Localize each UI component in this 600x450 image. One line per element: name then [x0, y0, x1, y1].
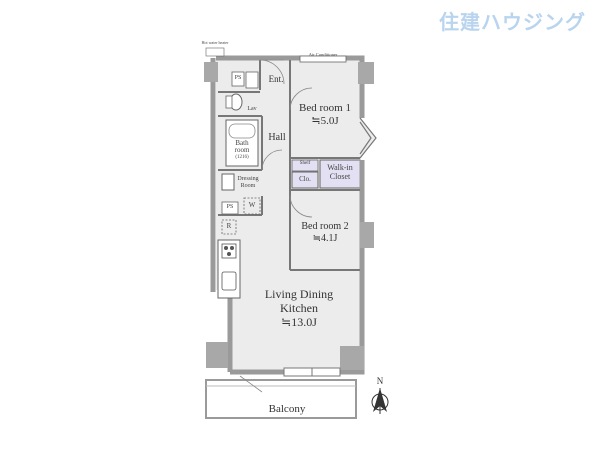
hall-label: Hall — [268, 132, 286, 143]
bath-line1: Bath — [235, 139, 249, 147]
shoe-cabinet — [245, 71, 259, 89]
interior-walls — [218, 60, 360, 271]
bay-window — [359, 117, 377, 159]
washer-label: W — [248, 201, 256, 209]
bedroom2-name: Bed room 2 — [301, 221, 349, 232]
compass-label: N — [376, 376, 384, 386]
fridge-space — [221, 219, 237, 235]
compass-icon — [371, 388, 389, 414]
brand-logo: 住建ハウジング — [439, 10, 586, 34]
bedroom2-label: Bed room 2 ≒4.1J — [290, 221, 360, 244]
wash-basin — [221, 173, 235, 191]
lavatory-label: Lav — [247, 106, 257, 112]
pillar-top-left — [204, 62, 218, 82]
kitchen-counter — [217, 239, 241, 299]
ldk-name-line1: Living Dining — [264, 287, 334, 301]
pillar-bottom-right — [340, 346, 364, 370]
ps-box-bottom — [221, 201, 239, 215]
bath-size: (1216) — [235, 154, 249, 160]
walkin-line1: Walk-in — [327, 163, 353, 172]
bathtub — [225, 119, 259, 167]
bedroom2-size: ≒4.1J — [312, 232, 338, 244]
hot-water-label: Hot water heater — [201, 40, 229, 45]
bedroom1-name: Bed room 1 — [299, 102, 351, 114]
air-conditioner-unit — [299, 55, 347, 63]
balcony — [205, 379, 357, 419]
ps-box-top — [231, 71, 245, 87]
ldk-label: Living Dining Kitchen ≒13.0J — [240, 287, 358, 329]
balcony-door — [239, 375, 263, 393]
dressing-line2: Room — [240, 182, 256, 189]
ldk-name-line2: Kitchen — [280, 300, 318, 315]
bedroom1-size: ≒5.0J — [311, 114, 339, 127]
closet-label: Clo. — [299, 175, 311, 183]
pillar-bottom-left — [206, 342, 228, 368]
pillar-mid-right — [360, 222, 374, 248]
dressing-room-label: Dressing Room — [234, 176, 262, 190]
walkin-line2: Closet — [329, 172, 351, 182]
shelf-label: Shelf — [299, 161, 311, 166]
toilet — [225, 93, 243, 111]
ps-label-top: PS — [234, 75, 242, 81]
shelf-area — [291, 159, 319, 172]
washer-space — [243, 197, 261, 215]
bath-line2: room — [234, 146, 250, 155]
entrance-label: Ent. — [268, 74, 284, 84]
closet-area — [291, 171, 319, 189]
air-conditioner-label: Air Conditioner — [308, 52, 338, 57]
hot-water-heater-unit — [205, 47, 225, 57]
bathroom-label: Bath room (1216) — [226, 139, 258, 160]
pillar-top-right — [358, 62, 374, 84]
door-swings — [217, 59, 313, 256]
walkin-closet-label: Walk-in Closet — [320, 163, 360, 181]
ps-label-bottom: PS — [226, 204, 234, 210]
ldk-size: ≒13.0J — [281, 314, 317, 329]
dressing-line1: Dressing — [237, 176, 259, 182]
ldk-window — [283, 367, 341, 377]
fridge-label: R — [226, 222, 232, 230]
bedroom1-label: Bed room 1 ≒5.0J — [290, 102, 360, 127]
balcony-label: Balcony — [268, 403, 306, 415]
